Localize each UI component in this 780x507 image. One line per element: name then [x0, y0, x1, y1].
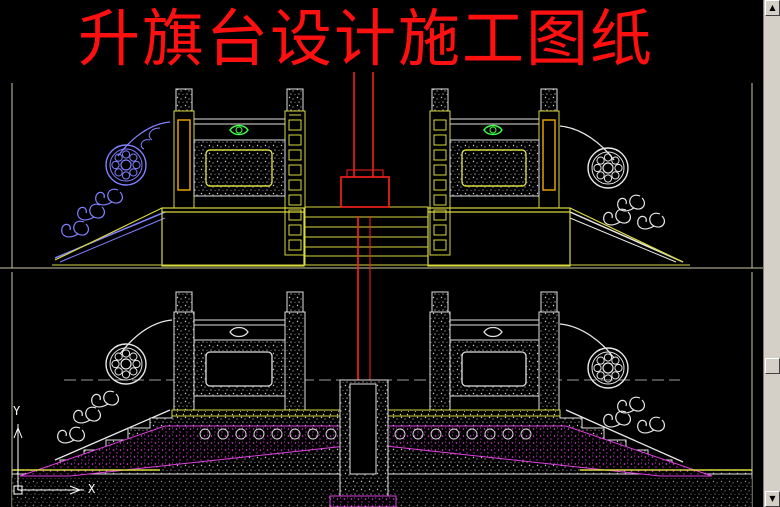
- scroll-down-arrow-icon[interactable]: ▼: [765, 491, 780, 507]
- upper-right-ornament: [559, 125, 684, 263]
- lower-left-balustrade: [173, 291, 306, 411]
- scroll-thumb[interactable]: [765, 358, 780, 374]
- upper-left-ornament: [54, 121, 171, 263]
- ucs-x-label: X: [88, 482, 96, 496]
- lower-right-balustrade: [429, 291, 560, 411]
- upper-center-steps: [304, 206, 429, 266]
- drawing-viewport[interactable]: 升旗台设计施工图纸 Y X: [0, 0, 763, 507]
- upper-right-balustrade: [429, 88, 560, 256]
- vertical-scrollbar[interactable]: ▲ ▼: [763, 0, 780, 507]
- upper-left-base: [54, 207, 305, 267]
- lower-section-steps: [11, 409, 753, 507]
- ucs-axis-icon: Y X: [6, 404, 96, 500]
- cad-drawing: [0, 72, 763, 507]
- flagpole-base-upper: [340, 176, 390, 208]
- lower-flagpole-pit: [329, 379, 397, 507]
- lower-right-ornament: [559, 323, 684, 463]
- ucs-y-label: Y: [13, 404, 21, 418]
- upper-left-balustrade: [173, 88, 306, 256]
- scroll-up-arrow-icon[interactable]: ▲: [765, 0, 780, 16]
- drawing-title: 升旗台设计施工图纸: [78, 2, 655, 75]
